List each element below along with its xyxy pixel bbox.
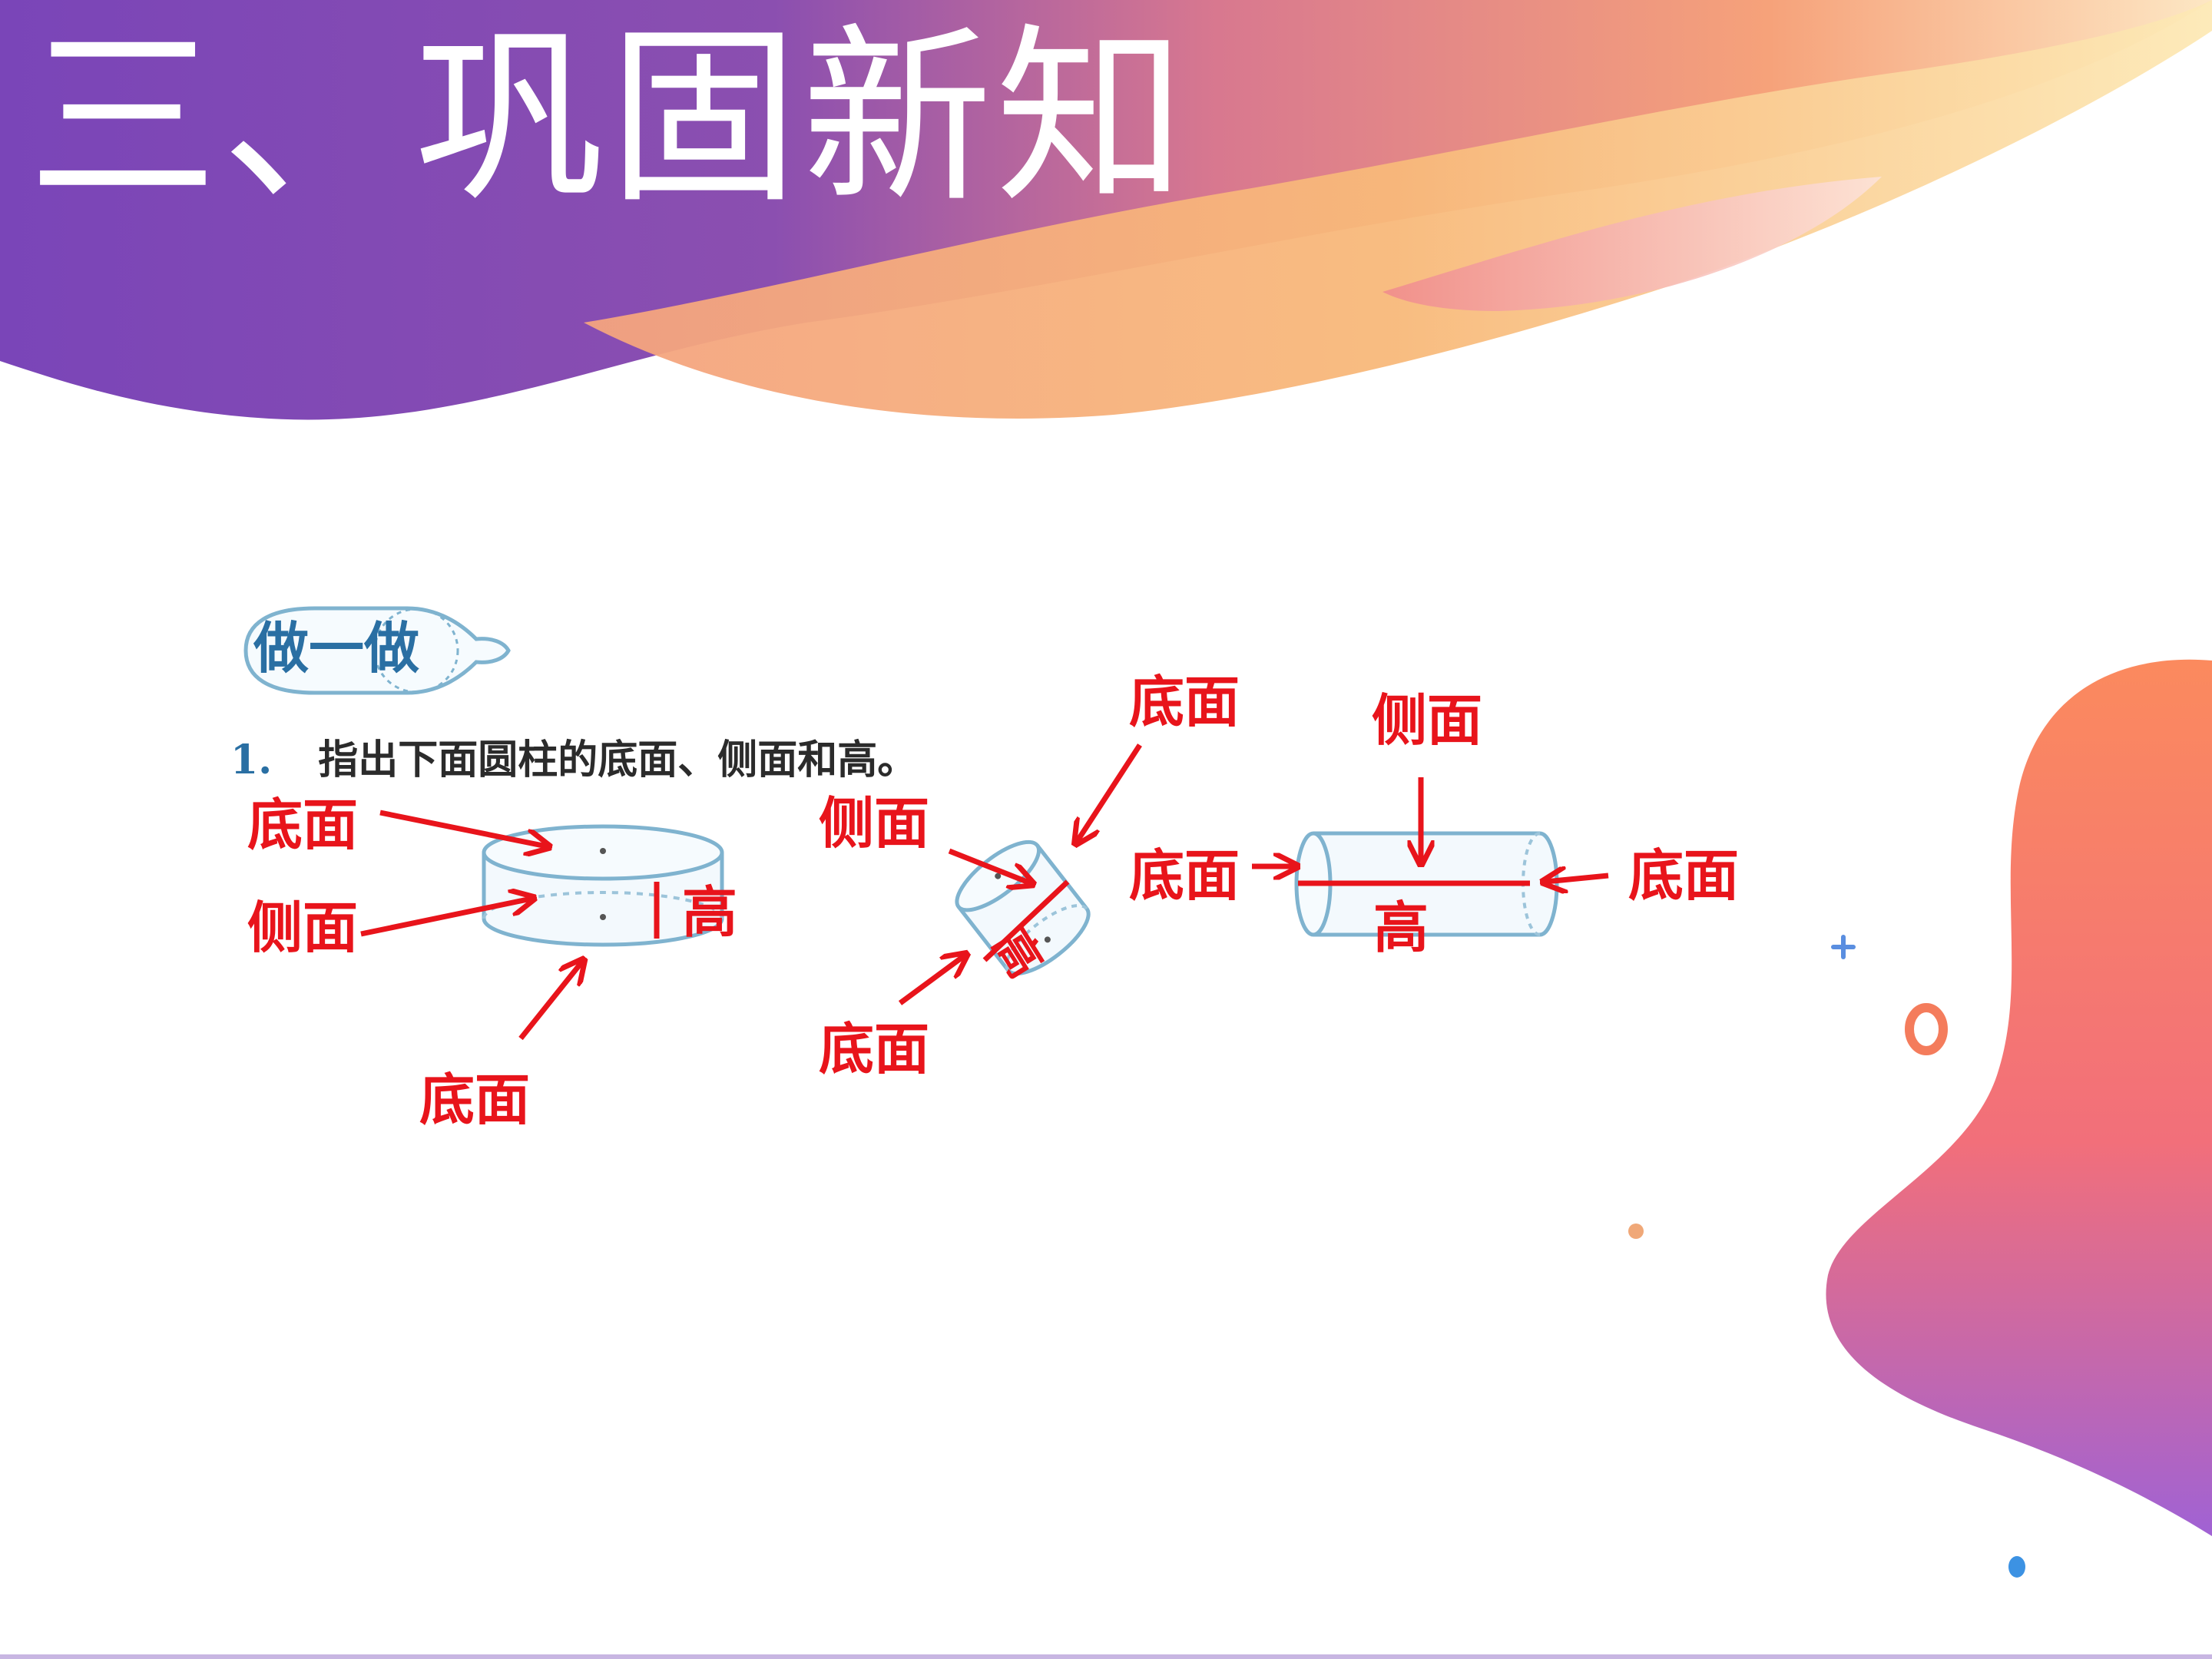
fig2-side-label: 侧面 [819, 790, 930, 856]
arrow-2-top [1077, 743, 1142, 842]
arrow-2-side [948, 848, 1031, 883]
badge-label: 做一做 [253, 615, 420, 680]
fig1-height-label: 高 [682, 879, 738, 945]
slide-title: 三、巩固新知 [28, 8, 1189, 229]
question-prompt: 指出下面圆柱的底面、侧面和高。 [318, 737, 918, 783]
arrow-3-right [1545, 876, 1609, 882]
badge-frame [243, 606, 511, 695]
arrow-1-top [379, 810, 547, 846]
fig1-top-base-label: 底面 [247, 792, 359, 857]
fig1-side-label: 侧面 [247, 895, 359, 960]
fig3-side-label: 侧面 [1372, 687, 1483, 753]
fig3-right-base-label: 底面 [1628, 843, 1740, 908]
arrow-1-side [360, 899, 531, 937]
arrow-1-bottom [518, 962, 582, 1041]
height-line-2 [982, 879, 1070, 962]
fig3-height-label: 高 [1373, 895, 1429, 960]
question-text: 1. 指出下面圆柱的底面、侧面和高。 [230, 740, 917, 780]
fig3-left-base-label: 底面 [1129, 843, 1240, 908]
fig1-bottom-base-label: 底面 [419, 1067, 531, 1132]
cylinder-figure-2 [955, 839, 1091, 976]
fig2-top-base-label: 底面 [1129, 669, 1240, 734]
fig2-bottom-base-label: 底面 [819, 1016, 930, 1081]
arrow-2-bottom [898, 955, 965, 1005]
question-number: 1. [230, 737, 273, 783]
cylinder-figure-3 [1294, 831, 1559, 937]
